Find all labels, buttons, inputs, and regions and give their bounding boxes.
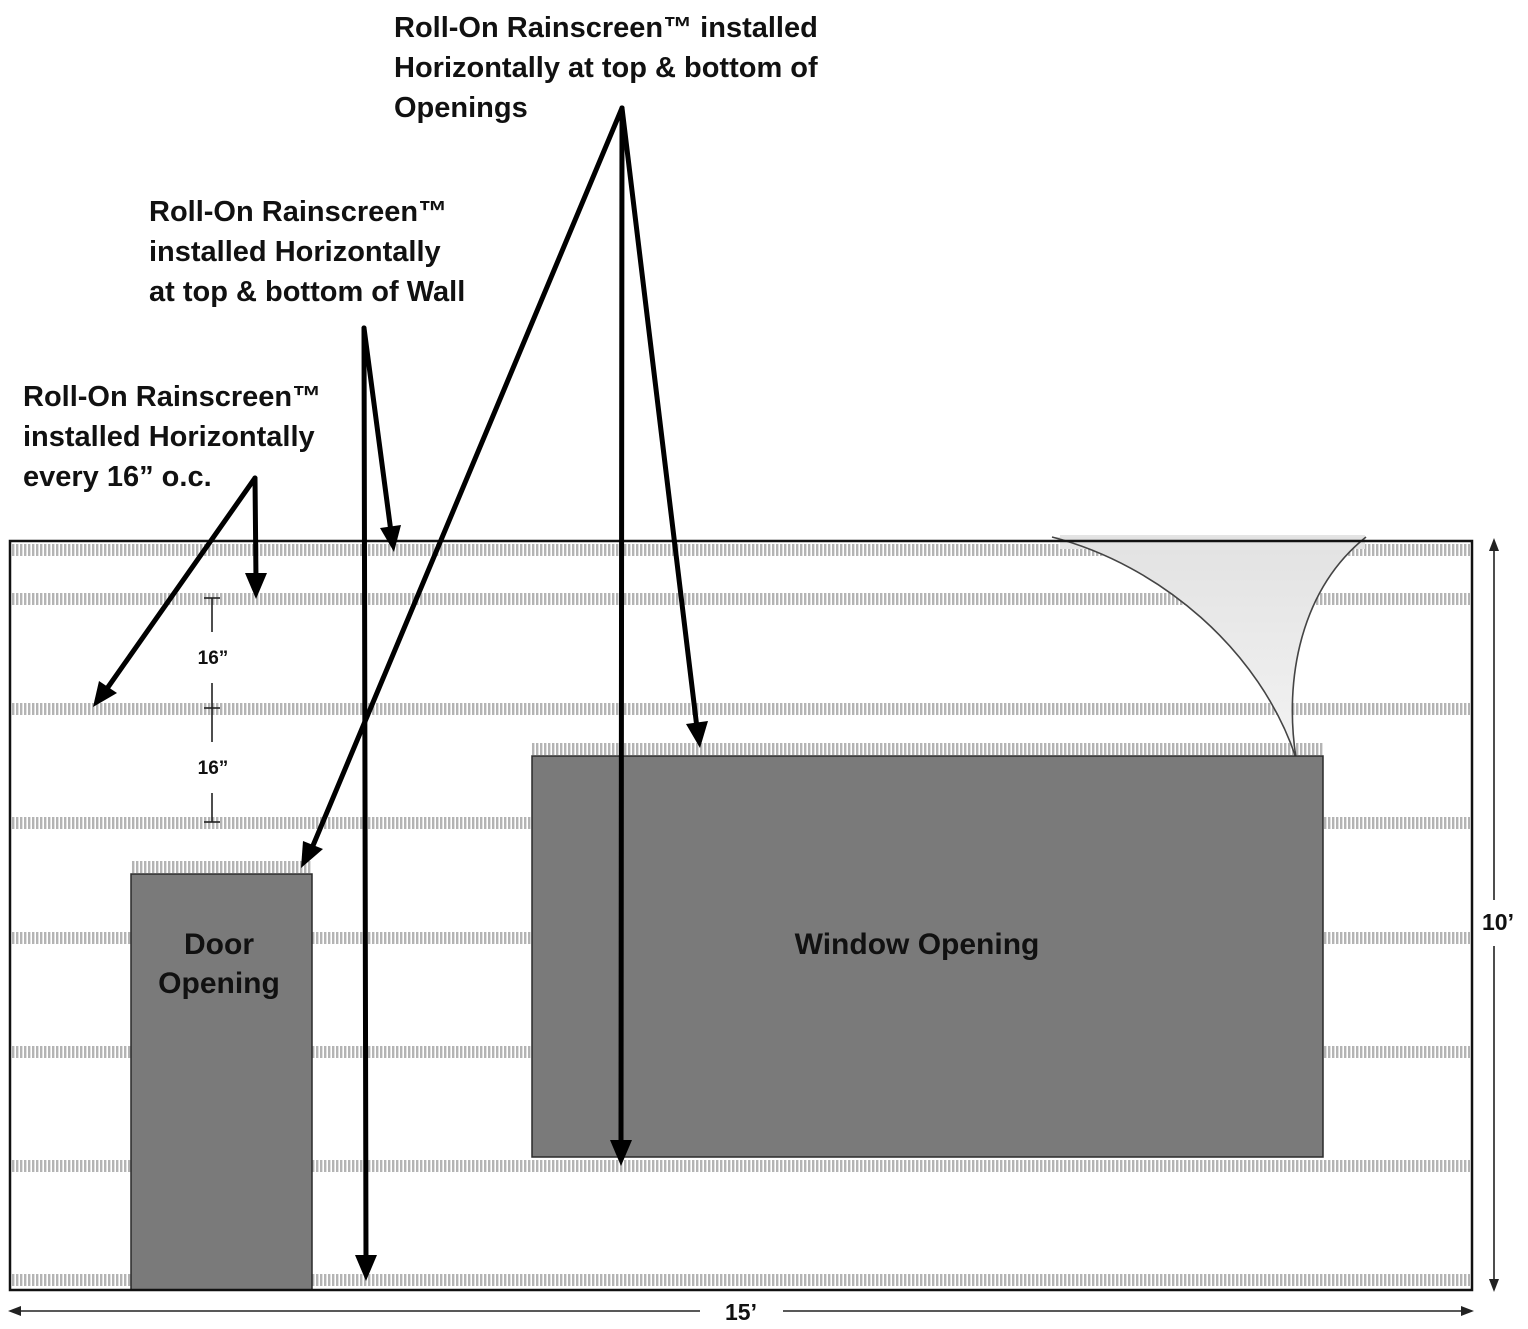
callout-spacing-line3: every 16” o.c.: [23, 461, 212, 493]
callout-spacing: Roll-On Rainscreen™ installed Horizontal…: [23, 381, 321, 493]
arrow-icon: [686, 721, 708, 748]
height-label: 10’: [1482, 909, 1514, 935]
spacing-label-2: 16”: [198, 758, 229, 779]
callout-wall-line2: installed Horizontally: [149, 236, 441, 268]
arrow-icon: [355, 1255, 377, 1281]
width-label: 15’: [725, 1299, 757, 1324]
callout-wall-line1: Roll-On Rainscreen™: [149, 196, 447, 228]
callout-openings-line1: Roll-On Rainscreen™ installed: [394, 12, 818, 44]
arrow-icon: [245, 573, 267, 599]
width-arrowhead-right: [1461, 1306, 1474, 1316]
strip-row-6: [12, 1160, 1470, 1172]
roll-edge-left: [1051, 536, 1297, 759]
spacing-dimension: [204, 597, 220, 823]
height-arrowhead-bottom: [1489, 1279, 1499, 1292]
wall-outline: [8, 539, 1474, 1292]
window-opening: [531, 755, 1324, 1158]
callout-openings: Roll-On Rainscreen™ installed Horizontal…: [394, 12, 818, 124]
roll-edge-right: [1291, 536, 1367, 759]
callout-openings-line2: Horizontally at top & bottom of: [394, 52, 818, 84]
spacing-label-1: 16”: [198, 648, 229, 669]
callout-arrows: [103, 105, 700, 1265]
callout-wall: Roll-On Rainscreen™ installed Horizontal…: [149, 196, 465, 308]
window-opening-label: Window Opening: [795, 928, 1040, 961]
arrow-icon: [610, 1140, 632, 1166]
arrow-icon: [301, 841, 323, 868]
arrow-icon: [93, 681, 117, 707]
roll-sheet: [1052, 537, 1366, 758]
callout-spacing-line2: installed Horizontally: [23, 421, 315, 453]
door-opening-label-line1: Door: [184, 928, 254, 961]
strip-window-top: [532, 743, 1323, 755]
width-arrowhead-left: [8, 1306, 21, 1316]
callout-arrowheads: [93, 525, 708, 1281]
strip-row-1: [12, 593, 1470, 605]
strip-door-top: [131, 861, 312, 873]
door-opening: [130, 873, 313, 1291]
arrow-icon: [380, 525, 401, 552]
door-opening-label-line2: Opening: [158, 967, 280, 1000]
strip-row-2: [12, 703, 1470, 715]
strip-wall-bottom: [12, 1274, 1470, 1286]
callout-spacing-line1: Roll-On Rainscreen™: [23, 381, 321, 413]
height-arrowhead-top: [1489, 538, 1499, 551]
callout-openings-line3: Openings: [394, 92, 528, 124]
callout-wall-line3: at top & bottom of Wall: [149, 276, 465, 308]
